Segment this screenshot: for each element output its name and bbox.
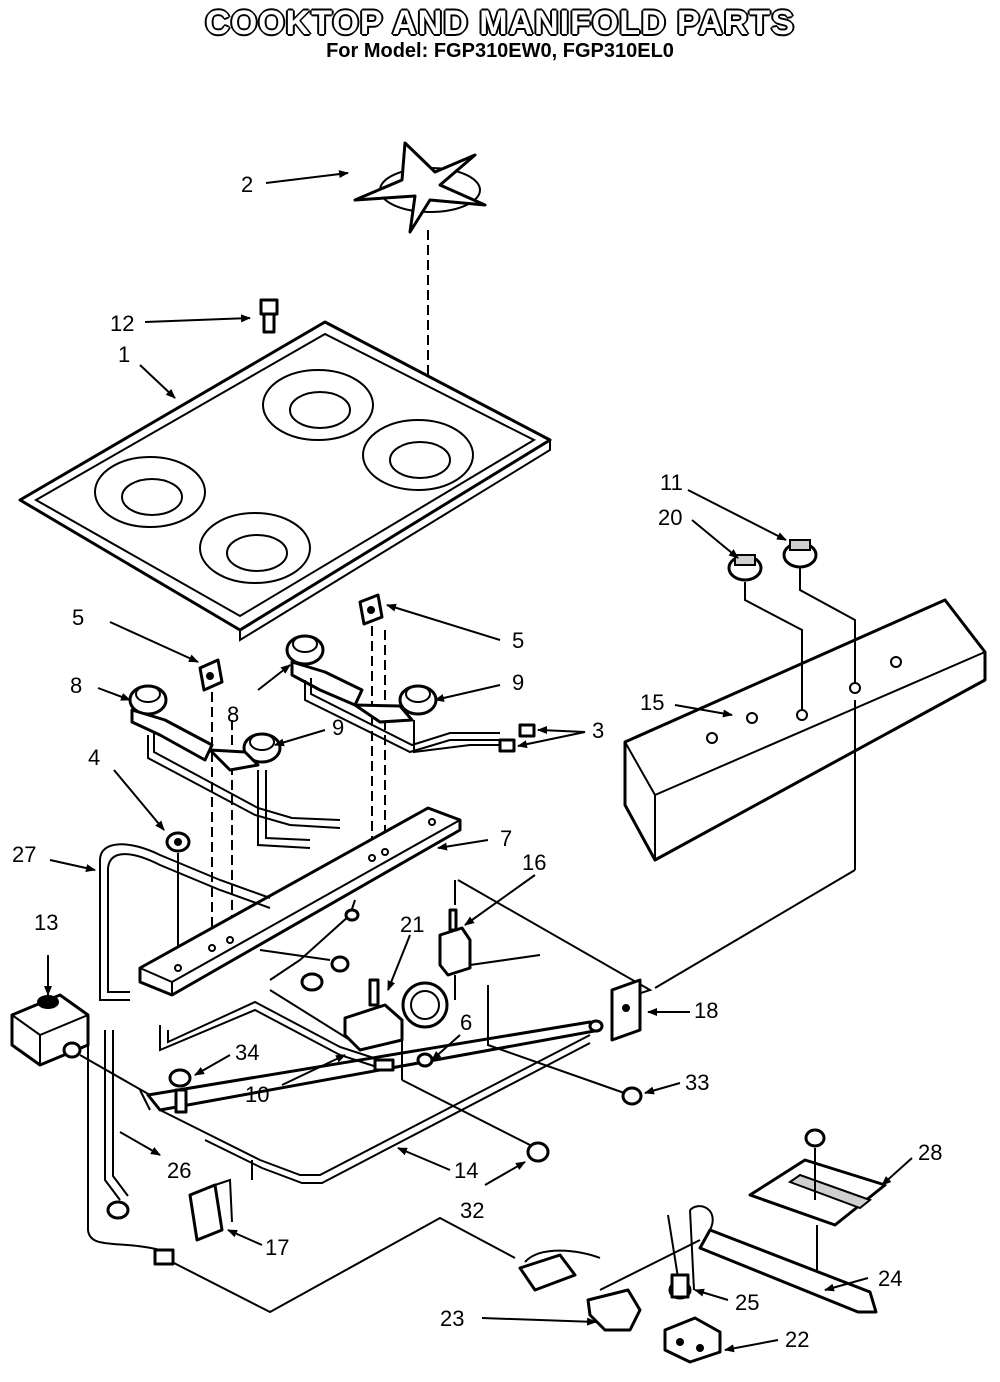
callout-5-right: 5: [512, 628, 524, 653]
callout-13: 13: [34, 910, 58, 935]
callout-20: 20: [658, 505, 682, 530]
burner-clip-left: [198, 658, 224, 692]
burner-grate: [353, 141, 487, 234]
callout-32: 32: [460, 1198, 484, 1223]
pressure-regulator: [10, 993, 90, 1067]
tube-guide-line: [171, 1216, 516, 1314]
callout-5-left: 5: [72, 605, 84, 630]
orifice-fitting-lower: [498, 738, 516, 753]
oven-valve: [663, 1316, 722, 1364]
screw-33: [621, 1086, 643, 1106]
gas-tube-26: [87, 1030, 175, 1266]
wire-connector: [344, 908, 360, 922]
hex-nut: [165, 831, 191, 853]
callout-26: 26: [167, 1158, 191, 1183]
callout-34: 34: [235, 1040, 259, 1065]
callout-10: 10: [245, 1082, 269, 1107]
burner-valve: [343, 978, 449, 1052]
cooktop-screw: [259, 298, 279, 334]
callout-33: 33: [685, 1070, 709, 1095]
callout-6: 6: [460, 1010, 472, 1035]
callout-22: 22: [785, 1327, 809, 1352]
callout-27: 27: [12, 842, 36, 867]
callout-9-left: 9: [332, 715, 344, 740]
callout-11: 11: [660, 470, 683, 495]
igniter-switch: [438, 908, 541, 1000]
callout-9-right: 9: [512, 670, 524, 695]
igniter-wire: [159, 1000, 395, 1072]
orifice-25: [670, 1273, 690, 1299]
oven-igniter: [518, 1239, 701, 1332]
knob-20-guide: [744, 582, 803, 710]
mounting-bracket-17: [188, 1178, 233, 1242]
callout-1: 1: [118, 342, 130, 367]
wire-fitting: [300, 955, 350, 992]
burner-well-rear-left: [262, 369, 374, 441]
callout-7: 7: [500, 826, 512, 851]
burner-assembly-left: [128, 684, 341, 849]
callout-14: 14: [454, 1158, 478, 1183]
burner-well-front-right: [199, 512, 311, 584]
callout-28: 28: [918, 1140, 942, 1165]
screw-32: [526, 1141, 550, 1163]
callout-21: 21: [400, 912, 424, 937]
callout-3: 3: [592, 718, 604, 743]
page-title: COOKTOP AND MANIFOLD PARTS: [205, 4, 795, 42]
valve-guide-line: [401, 1079, 531, 1146]
igniter-guide-line: [457, 879, 653, 1001]
bracket-guide-line: [487, 985, 631, 1096]
callout-25: 25: [735, 1290, 759, 1315]
valve-link-line: [269, 989, 351, 1041]
knob-20: [727, 554, 763, 582]
small-screw: [416, 1052, 434, 1068]
control-panel: [623, 598, 987, 870]
callout-2: 2: [241, 172, 253, 197]
heat-shield: [748, 1128, 887, 1227]
knob-11: [782, 539, 818, 569]
callout-23: 23: [440, 1306, 464, 1331]
burner-well-rear-right: [362, 419, 474, 491]
callout-18: 18: [694, 998, 718, 1023]
knob-11-guide: [799, 568, 856, 684]
callout-8-left: 8: [70, 673, 82, 698]
burner-assembly-right: [285, 634, 500, 754]
cooktop-panel: [18, 320, 552, 642]
burner-well-front-left: [94, 456, 206, 528]
model-subtitle: For Model: FGP310EW0, FGP310EL0: [326, 40, 674, 62]
callout-15: 15: [640, 690, 664, 715]
callout-16: 16: [522, 850, 546, 875]
regulator-guide-line: [79, 1054, 151, 1096]
mounting-bracket-18: [610, 978, 642, 1042]
burner-clip-right: [358, 593, 384, 626]
burner-support-bracket: [138, 806, 462, 997]
callout-4: 4: [88, 745, 100, 770]
wire-connector-line: [269, 899, 356, 981]
manifold-valve-stub: [174, 1088, 188, 1114]
callout-labels: 2 12 1 5 5 8 8 9 9 3 4 27 7 16 13 21 6 1…: [12, 172, 942, 1352]
callout-8-right: 8: [227, 702, 239, 727]
gas-tube-27: [99, 843, 271, 1001]
callout-12: 12: [110, 311, 134, 336]
oven-burner-tube: [689, 1205, 878, 1314]
orifice-fitting-upper: [518, 723, 536, 738]
spacer: [168, 1068, 192, 1088]
callout-17: 17: [265, 1235, 289, 1260]
callout-24: 24: [878, 1266, 902, 1291]
leader-lines: [44, 170, 913, 1353]
